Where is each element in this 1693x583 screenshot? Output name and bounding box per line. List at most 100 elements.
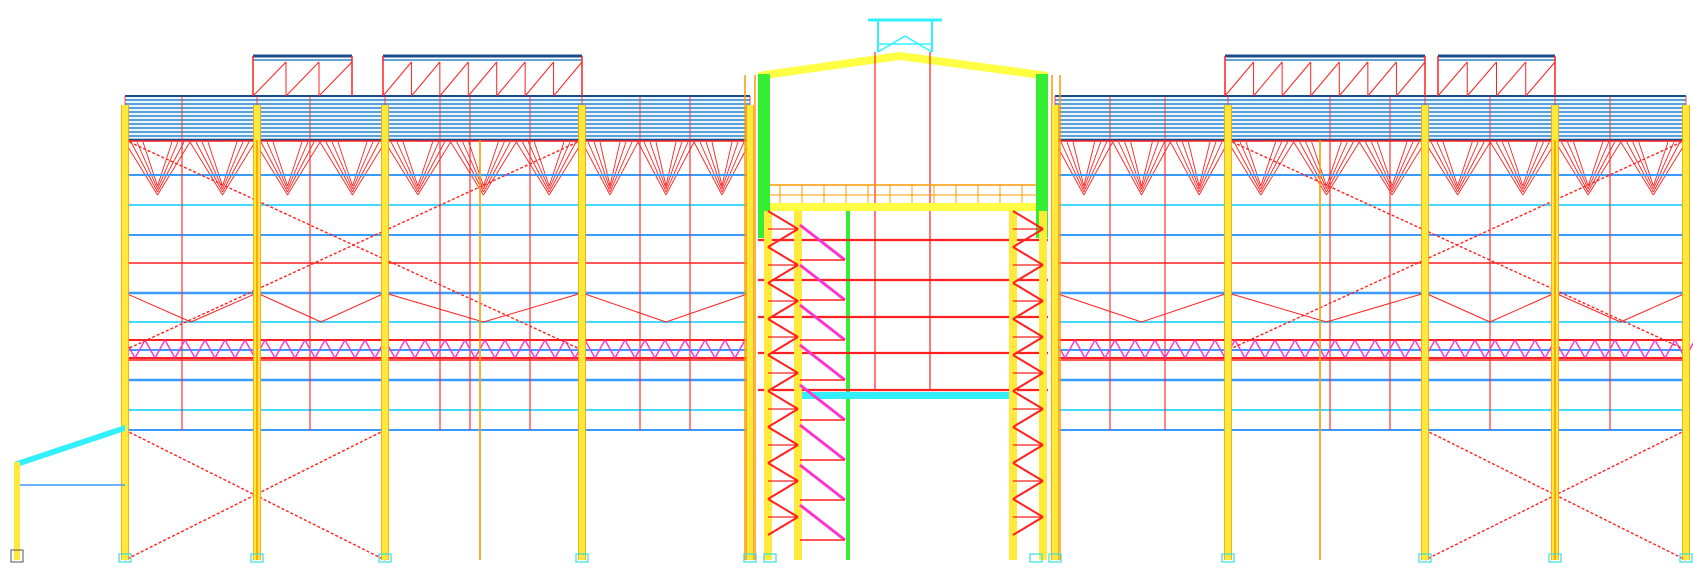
right-truss-web [1424,141,1459,196]
right-truss-web [1112,141,1142,196]
column-base-icon [743,553,757,563]
left-band-web [504,339,516,359]
right-band-web [1464,339,1476,359]
left-truss-web [130,141,158,193]
left-stair-tower-zigzag [767,282,799,302]
right-truss-web [1083,141,1114,196]
left-truss-web [711,141,723,187]
right-truss-web [1260,141,1289,193]
right-band-web [1324,339,1336,359]
left-truss-web [222,141,238,187]
right-band-web [1174,339,1186,359]
left-stair-tower-zigzag [767,372,799,392]
right-truss-web [1260,141,1295,196]
column-base-icon [1221,553,1235,563]
right-band-web [1564,339,1576,359]
left-stair-tower-zigzag [767,336,799,356]
left-truss-web [222,141,250,193]
left-truss-web [201,141,223,190]
right-main-column [1051,105,1059,560]
left-truss-web [521,141,550,193]
right-band-web [1664,339,1676,359]
left-truss-web [207,141,223,187]
column-base-icon [1048,553,1062,563]
right-truss-web [1358,141,1393,196]
stair-flight [799,263,846,302]
left-x-brace [124,139,583,351]
right-stair-tower-column [1009,211,1017,560]
left-band-web [734,339,746,359]
left-truss-web [637,141,667,196]
right-band-web [1594,339,1606,359]
right-band-web [1104,339,1116,359]
left-truss-web [609,141,627,190]
left-band-web [334,339,346,359]
right-stair-tower-column [1039,211,1047,560]
right-stair-tower-zigzag [1012,498,1044,518]
right-band-web [1374,339,1386,359]
right-truss-web [1573,141,1589,187]
left-knee-brace [665,292,751,323]
right-truss-web [1299,141,1327,193]
right-band-web [1484,339,1496,359]
right-truss-web [1233,141,1262,193]
right-truss-web [1632,141,1654,190]
left-main-column [381,105,389,560]
left-band-web [324,339,336,359]
left-truss-web [402,141,419,187]
right-band-web [1534,339,1546,359]
annex-column [14,462,20,560]
right-truss-web [1652,141,1687,196]
left-stair-tower-zigzag [767,390,799,410]
left-truss-web [483,141,505,190]
right-stair-tower-zigzag [1012,246,1044,266]
right-main-column [1421,105,1429,560]
left-band-web [684,339,696,359]
right-stair-tower-zigzag [1012,228,1044,248]
right-upper-diagonal [1338,61,1369,97]
right-truss-web [1364,141,1393,193]
central-tower [744,18,1061,560]
right-truss-web [1620,141,1654,196]
left-upper-diagonal [439,61,469,97]
tower-green-column [1036,74,1048,238]
right-band-web [1254,339,1266,359]
right-band-web [1384,339,1396,359]
left-truss-web [548,141,583,196]
left-band-web [304,339,316,359]
right-stair-tower-zigzag [1012,462,1044,482]
right-band-web [1144,339,1156,359]
left-band-web [284,339,296,359]
left-truss-web [352,141,386,196]
left-truss-web [705,141,723,190]
left-stair-tower-column [764,211,772,560]
right-x-brace [1227,139,1687,351]
column-base-icon [378,553,392,563]
right-stair-tower-zigzag [1012,390,1044,410]
right-truss-web [1495,141,1524,193]
left-band-web [704,339,716,359]
left-truss-web [721,141,739,190]
right-truss-web [1118,141,1142,193]
left-band-web [194,339,206,359]
right-stair-tower-zigzag [1012,372,1044,392]
right-knee-brace [1141,292,1229,323]
right-truss-web [1326,141,1354,193]
tower-green-column [758,74,770,238]
left-band-web [654,339,666,359]
left-band-web [414,339,426,359]
left-stair-tower-zigzag [767,264,799,284]
right-stair-tower-zigzag [1012,480,1044,500]
left-band-web [674,339,686,359]
left-band-web [454,339,466,359]
right-truss-web [1626,141,1654,193]
right-truss-web [1083,141,1102,190]
right-band-web [1504,339,1516,359]
left-truss-web [693,141,723,196]
left-truss-web [260,141,288,193]
right-truss-web [1457,141,1491,196]
right-band-web [1574,339,1586,359]
right-truss-web [1326,141,1342,187]
left-knee-brace [256,292,322,323]
